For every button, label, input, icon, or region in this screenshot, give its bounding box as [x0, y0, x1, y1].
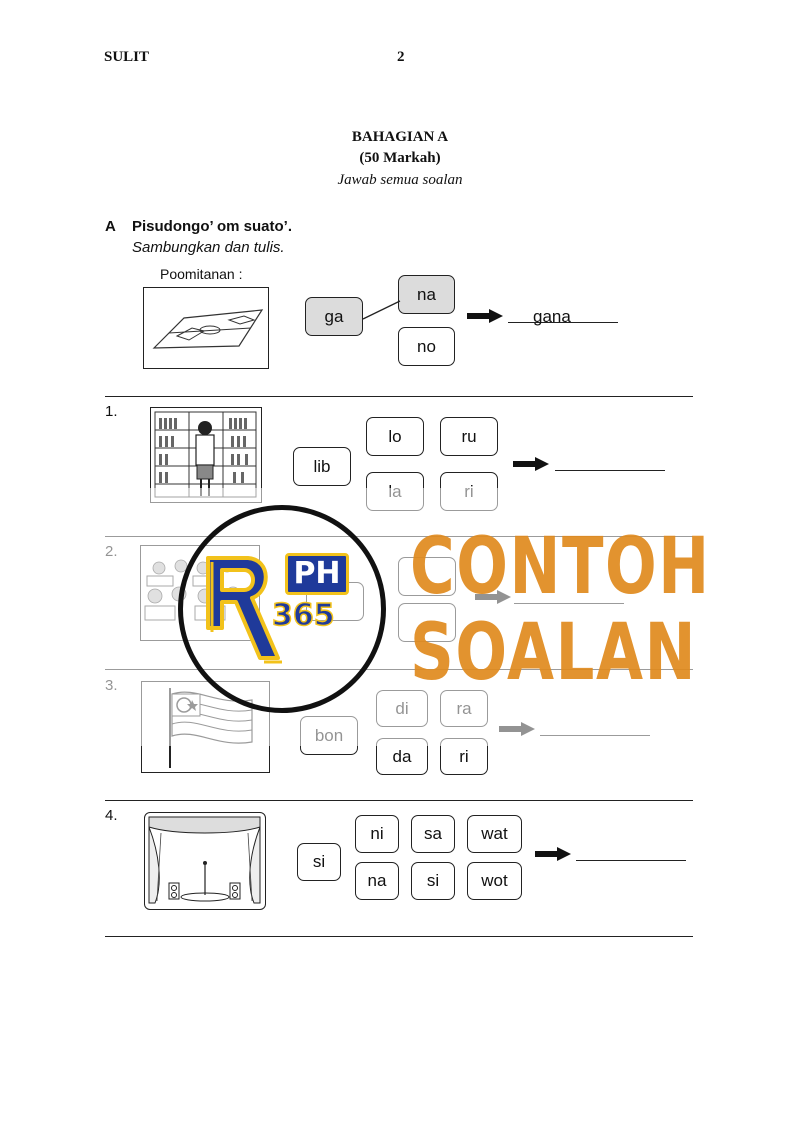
football-field-picture	[143, 287, 269, 369]
example-option-na: na	[398, 275, 455, 314]
logo-number: 365	[271, 597, 335, 634]
rph-logo-icon	[206, 556, 282, 664]
left-syllable: lib	[293, 447, 351, 486]
part-letter: A	[105, 218, 116, 235]
option-syllable: na	[355, 862, 399, 900]
option-syllable: wat	[467, 815, 522, 853]
question-number: 4.	[105, 807, 118, 824]
library-boy-picture	[150, 407, 262, 503]
arrow-icon	[535, 847, 571, 861]
part-title: Pisudongo’ om suato’.	[132, 218, 293, 235]
watermark-line-2: SOALAN	[410, 608, 698, 698]
section-instruction: Jawab semua soalan	[337, 172, 463, 188]
example-answer-line	[508, 322, 618, 323]
example-left-syllable: ga	[305, 297, 363, 336]
question-number: 1.	[105, 403, 118, 420]
option-syllable: ru	[440, 417, 498, 456]
example-connector-line	[362, 300, 401, 320]
answer-line[interactable]	[576, 860, 686, 861]
divider	[105, 936, 693, 937]
stage-picture	[144, 812, 266, 910]
option-syllable: lo	[366, 417, 424, 456]
section-title: BAHAGIAN A	[351, 129, 449, 145]
left-syllable: si	[297, 843, 341, 881]
divider	[105, 396, 693, 397]
watermark-line-1: CONTOH	[410, 522, 711, 612]
arrow-icon	[513, 457, 549, 471]
example-label: Poomitanan :	[160, 266, 243, 282]
example-option-no: no	[398, 327, 455, 366]
option-syllable: si	[411, 862, 455, 900]
watermark-logo-ring	[178, 505, 386, 713]
option-syllable: sa	[411, 815, 455, 853]
answer-line[interactable]	[555, 470, 665, 471]
arrow-icon	[467, 309, 503, 323]
divider	[105, 800, 693, 801]
example-answer: gana	[533, 307, 571, 326]
option-syllable: ni	[355, 815, 399, 853]
page-number: 2	[397, 49, 405, 65]
option-syllable: wot	[467, 862, 522, 900]
section-marks: (50 Markah)	[359, 150, 441, 166]
header-sulit: SULIT	[104, 49, 150, 65]
part-subtitle: Sambungkan dan tulis.	[132, 239, 285, 256]
logo-ph-badge: PH	[285, 553, 349, 595]
